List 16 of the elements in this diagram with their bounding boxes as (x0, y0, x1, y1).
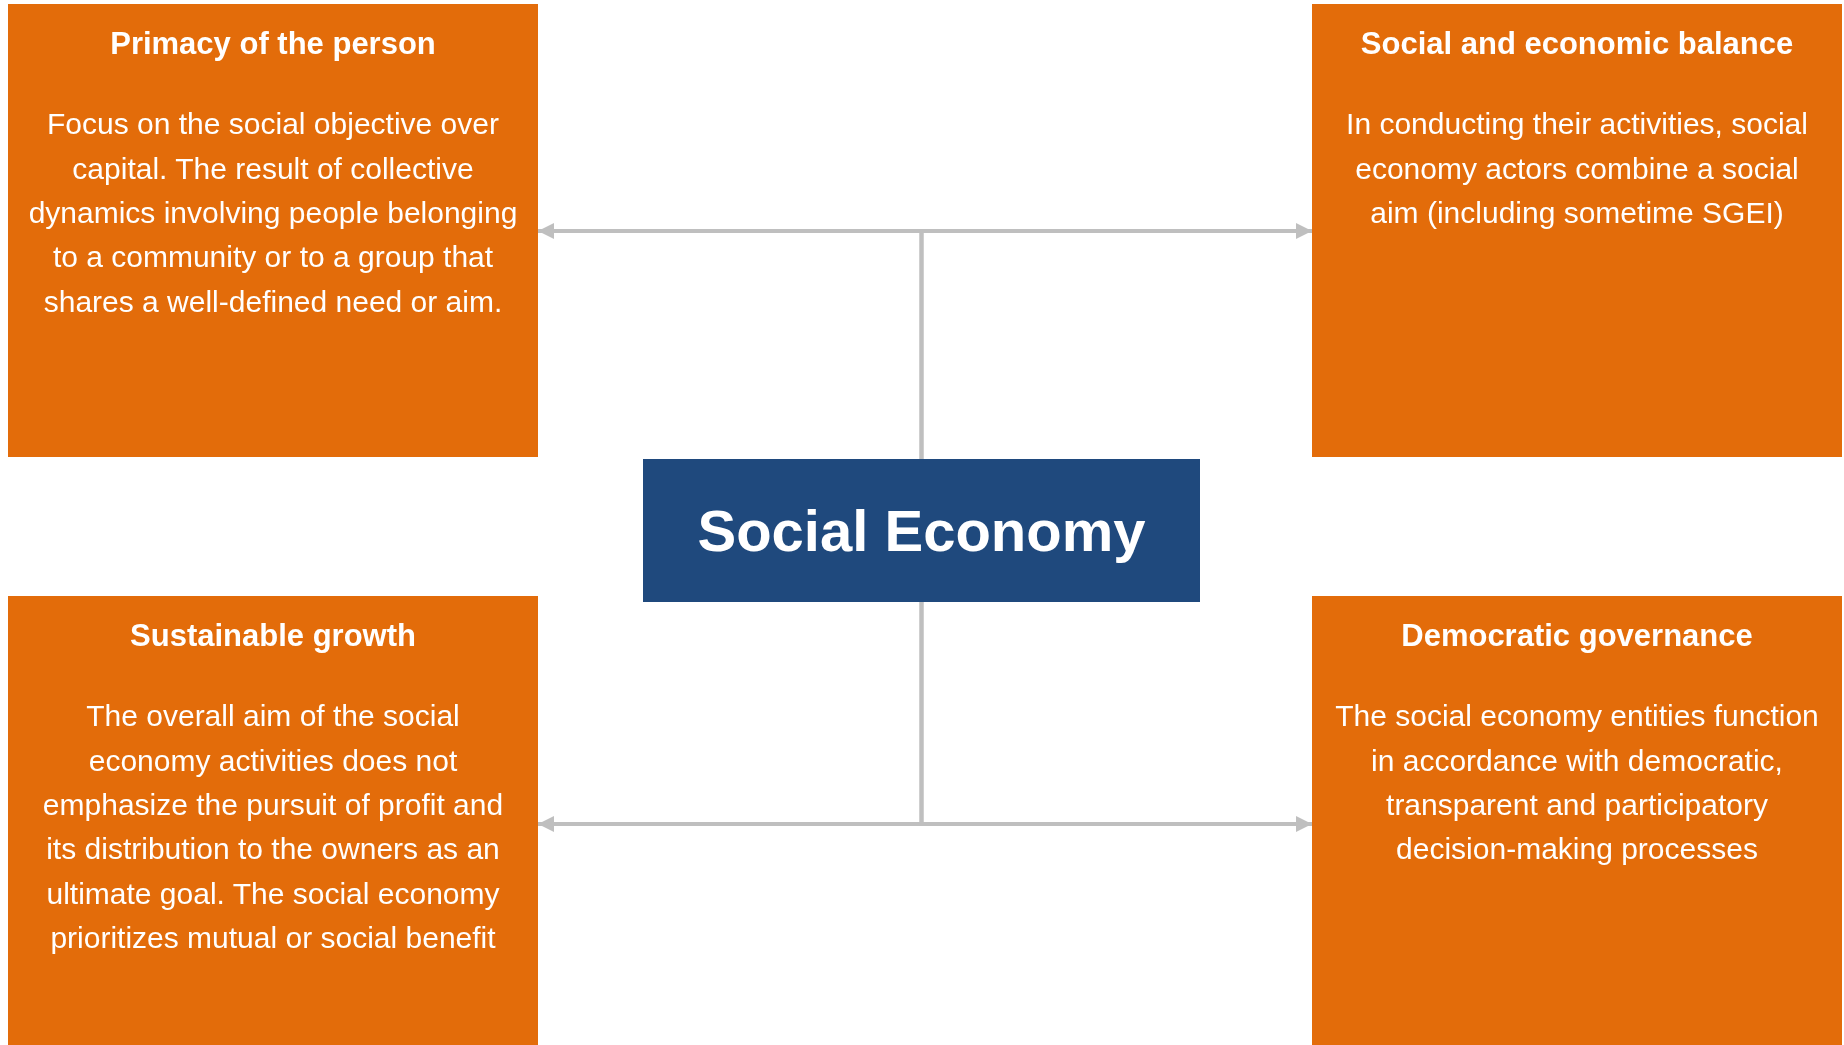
arrow (919, 223, 1312, 459)
title: Social Economy (697, 497, 1146, 564)
heading: Sustainable growth (129, 617, 417, 655)
description: The social economy entities function in accordance with democratic, transparent and participatory decision-making processes (1334, 698, 1820, 868)
heading: Primacy of the person (109, 25, 437, 63)
description: In conducting their activities, social economy actors combine a social aim (including sometime SGEI) (1345, 106, 1809, 232)
arrow (919, 602, 1312, 832)
principle-box (1312, 4, 1842, 457)
description: The overall aim of the social economy activities does not emphasize the pursuit of profit and its distribution to the owners as an ultimate goal. The social economy prioritizes mutual or social benefit (41, 698, 505, 957)
principle-box (8, 4, 538, 457)
heading: Democratic governance (1400, 617, 1754, 655)
principle-box (8, 596, 538, 1045)
principle-box (1312, 596, 1842, 1045)
heading: Social and economic balance (1359, 25, 1795, 63)
description: Focus on the social objective over capital. The result of collective dynamics involving people belonging to a community or to a group that shares a well-defined need or aim. (27, 106, 519, 320)
title-box (643, 459, 1200, 602)
